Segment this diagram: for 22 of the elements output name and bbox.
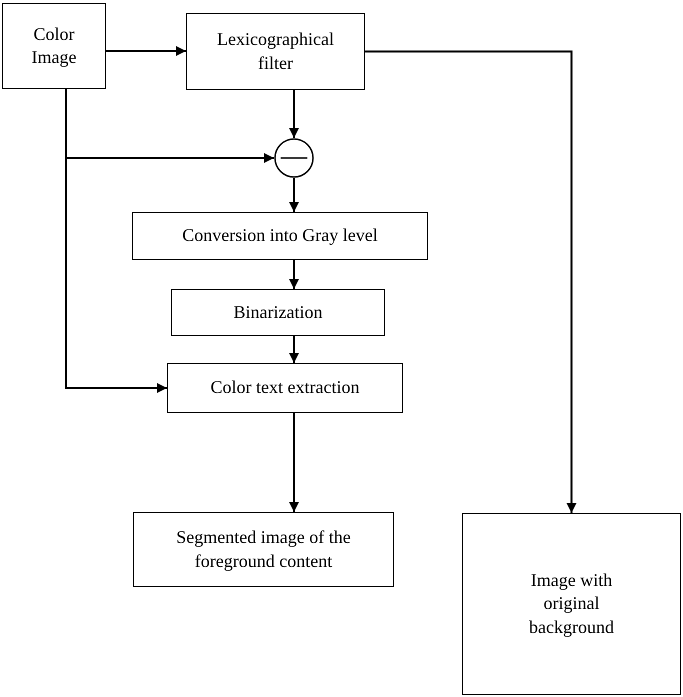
box-label: Image with original background <box>528 568 615 639</box>
box-label: Color text extraction <box>210 376 360 400</box>
box-label: Segmented image of the foreground content <box>175 526 352 573</box>
arrow <box>289 260 299 289</box>
process-box <box>186 13 365 90</box>
process-box <box>167 363 403 413</box>
arrow <box>289 336 299 363</box>
process-box <box>462 513 681 695</box>
arrow <box>289 90 299 138</box>
box-label: Lexicographical filter <box>217 28 334 74</box>
box-label: Binarization <box>234 300 322 324</box>
arrow <box>365 50 576 513</box>
process-box <box>133 512 394 587</box>
box-label: Conversion into Gray level <box>182 224 378 248</box>
arrow <box>289 413 299 512</box>
process-box <box>171 289 385 336</box>
process-box <box>132 212 428 260</box>
arrow <box>289 178 299 212</box>
process-box <box>2 3 106 89</box>
box-label: Color Image <box>30 22 78 69</box>
arrow <box>65 89 167 393</box>
arrow <box>106 46 186 56</box>
